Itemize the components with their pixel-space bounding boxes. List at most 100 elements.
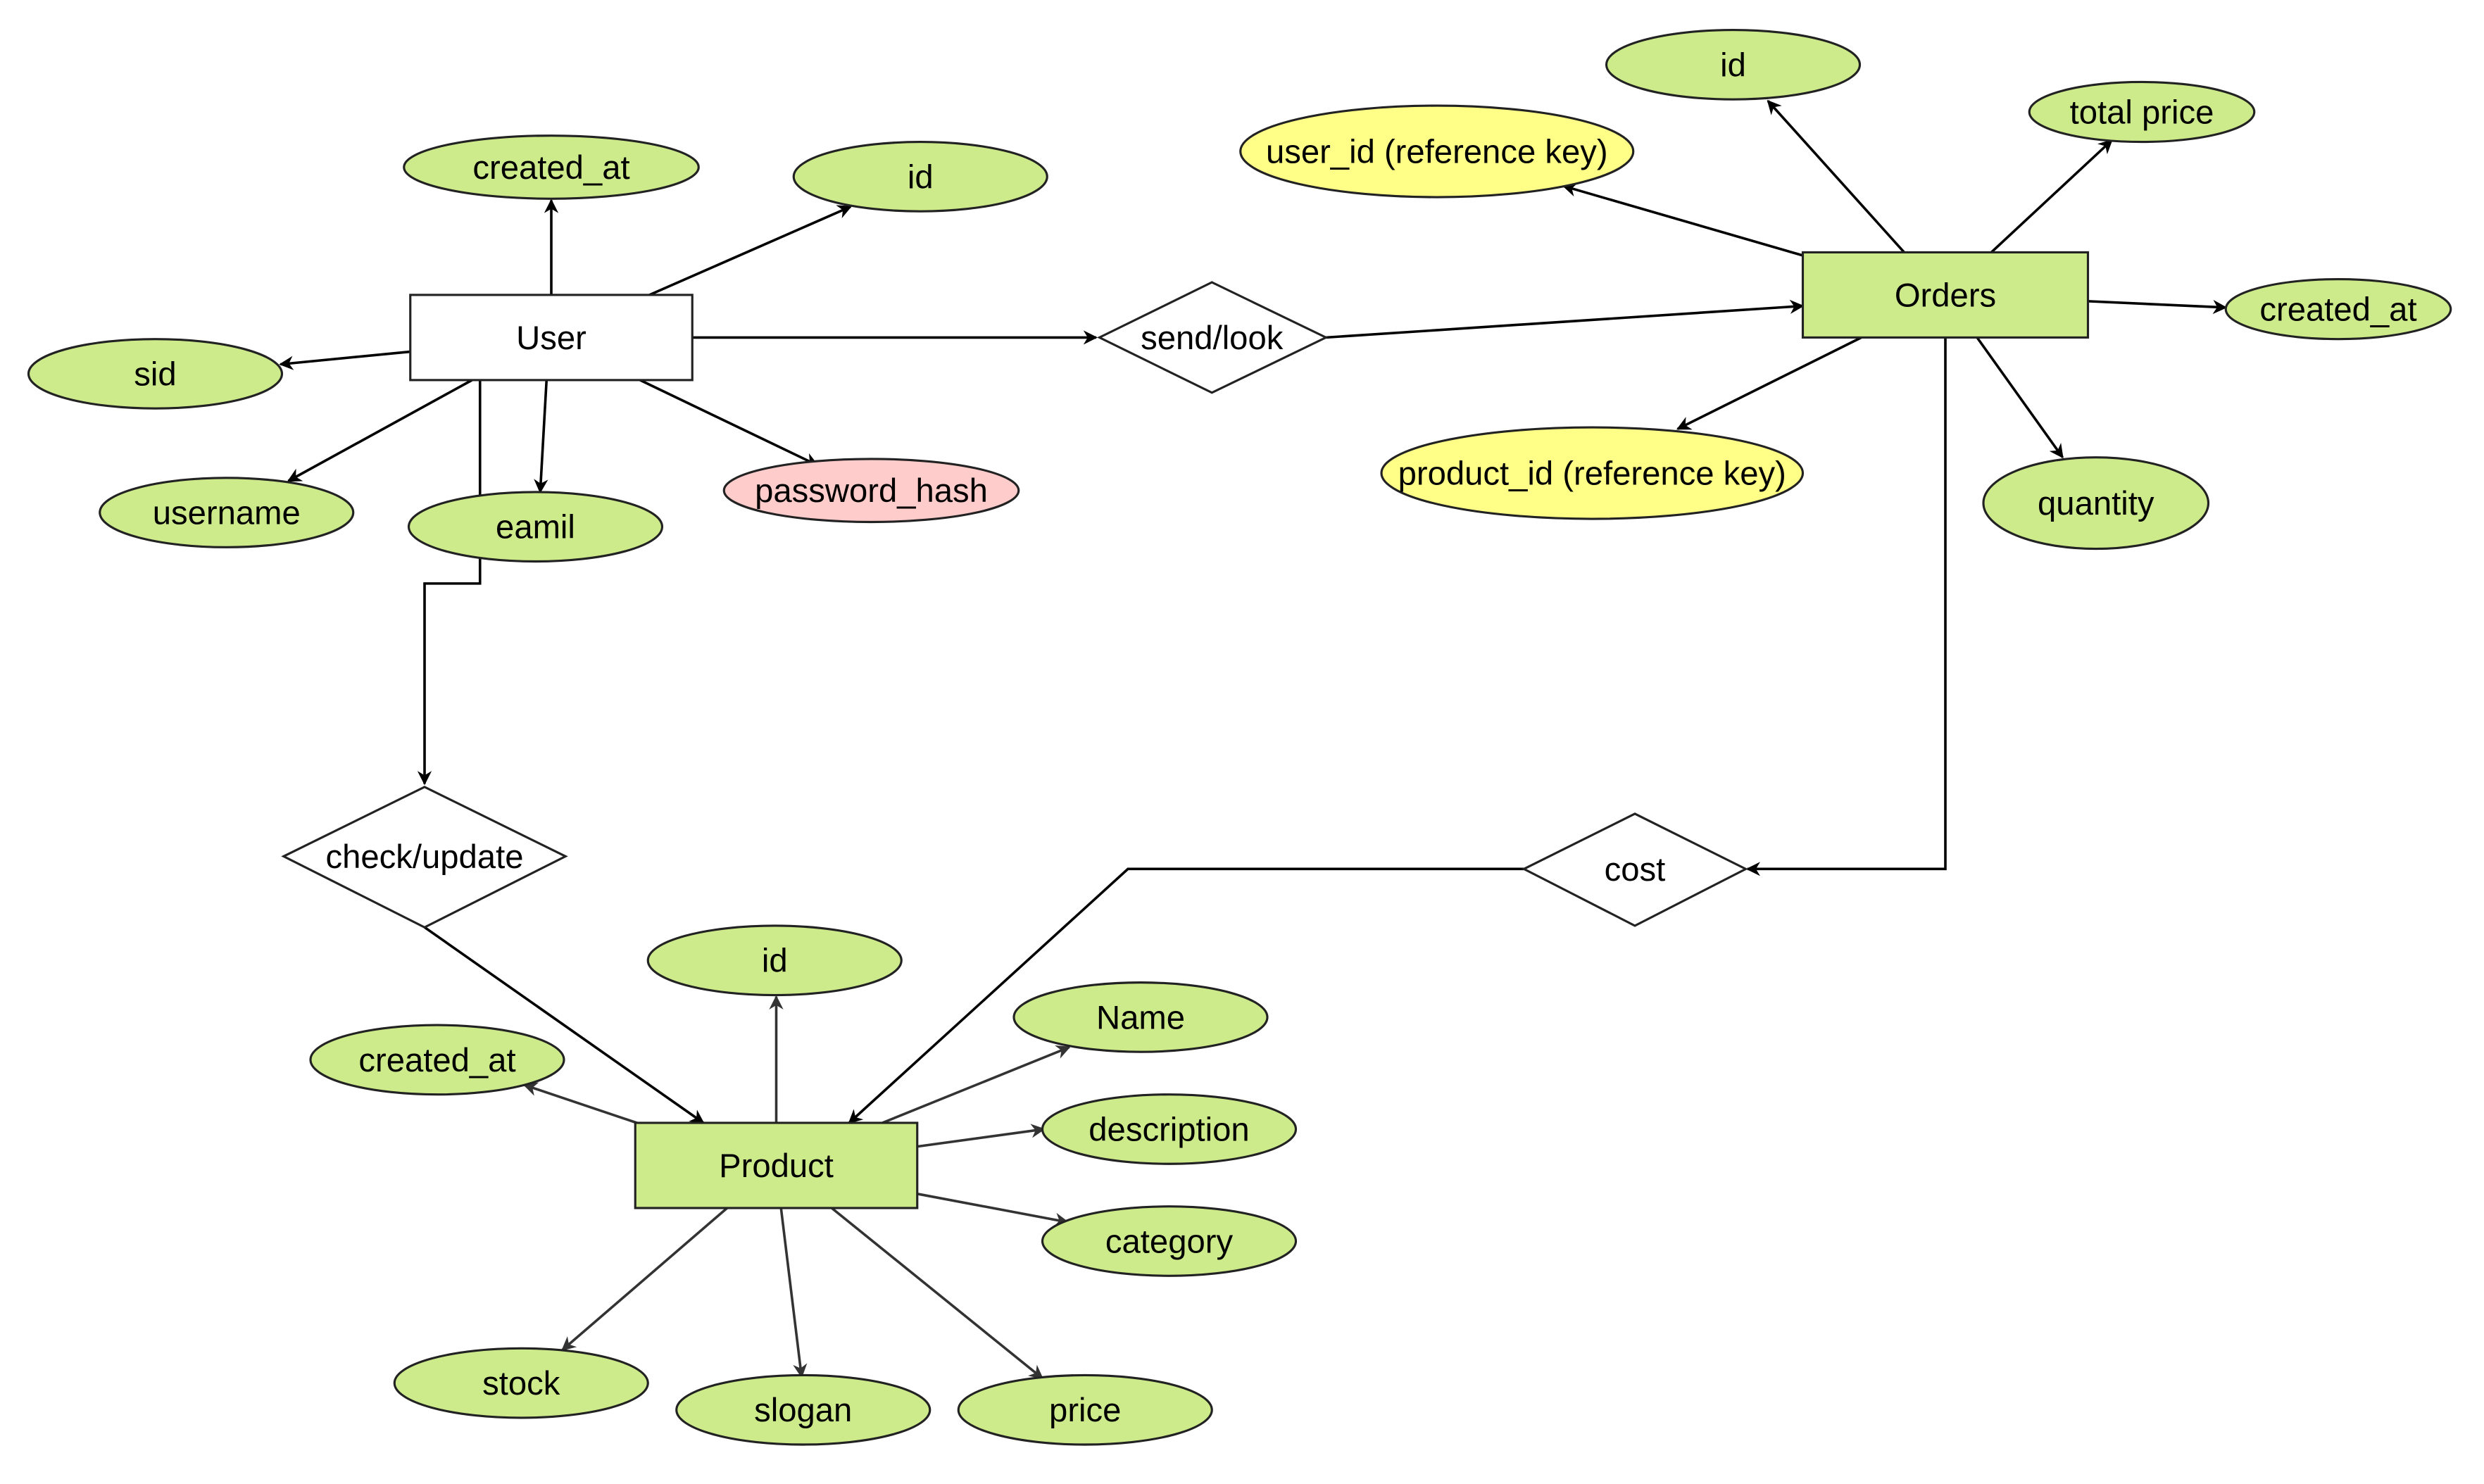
attr-user-id[interactable]: id (792, 141, 1048, 213)
edge-orders-cost (1745, 337, 1947, 876)
attr-user-created-at-label: created_at (472, 149, 629, 186)
edge-orders-total-price (1990, 139, 2113, 253)
attr-product-created-at-label: created_at (358, 1041, 515, 1079)
attr-orders-total-price-ellipse (2028, 80, 2256, 144)
edges (279, 99, 2228, 1380)
entity-user-label: User (516, 319, 586, 356)
edge-send-look-orders (1326, 299, 1805, 339)
entity-orders[interactable]: Orders (1801, 251, 2090, 339)
edge-orders-product-id (1676, 336, 1862, 430)
relationship-send-look-label: send/look (1141, 319, 1284, 356)
edge-orders-quantity (1976, 337, 2064, 459)
attr-orders-id[interactable]: id (1605, 28, 1862, 101)
attr-user-email-label: eamil (496, 508, 575, 546)
attr-user-id-label: id (908, 158, 934, 195)
relationship-cost-label: cost (1605, 850, 1666, 888)
attr-user-email[interactable]: eamil (407, 491, 664, 563)
edge-orders-id (1767, 99, 1905, 253)
attr-orders-user-id-label: user_id (reference key) (1266, 133, 1608, 170)
edge-product-created-at (522, 1082, 638, 1124)
relationship-check-update-diamond (281, 786, 568, 929)
attr-product-name-label: Name (1096, 998, 1185, 1036)
relationship-cost[interactable]: cost (1522, 812, 1748, 927)
relationship-send-look[interactable]: send/look (1096, 281, 1329, 394)
edge-user-password-hash (639, 379, 819, 467)
attr-orders-total-price[interactable]: total price (2028, 80, 2256, 144)
attr-product-name[interactable]: Name (1012, 981, 1269, 1053)
attr-orders-quantity-label: quantity (2038, 484, 2154, 522)
attr-product-created-at[interactable]: created_at (309, 1024, 565, 1096)
edge-user-check-update (417, 379, 482, 786)
attr-user-sid-label: sid (134, 355, 176, 392)
attr-orders-id-ellipse (1605, 28, 1862, 101)
attr-product-description-label: description (1089, 1111, 1249, 1148)
edge-check-update-product (423, 926, 705, 1124)
edge-user-username (287, 379, 473, 482)
attr-orders-created-at-ellipse (2224, 277, 2452, 341)
attr-orders-product-id-label: product_id (reference key) (1398, 455, 1786, 492)
attr-product-price[interactable]: price (957, 1373, 1213, 1446)
entity-user[interactable]: User (409, 294, 694, 382)
attr-product-slogan-ellipse (675, 1373, 932, 1446)
edge-user-email (534, 379, 548, 493)
edge-cost-product (848, 867, 1524, 1124)
attr-user-username-label: username (153, 494, 301, 532)
attr-orders-total-price-label: total price (2070, 94, 2214, 131)
relationship-check-update-label: check/update (326, 838, 524, 875)
entity-product[interactable]: Product (634, 1121, 919, 1209)
attr-product-slogan[interactable]: slogan (675, 1373, 932, 1446)
attr-product-stock[interactable]: stock (393, 1347, 649, 1419)
edge-product-price (831, 1207, 1044, 1380)
attr-product-stock-ellipse (393, 1347, 649, 1419)
attr-user-sid-ellipse (27, 338, 284, 410)
attr-orders-quantity[interactable]: quantity (1982, 456, 2210, 551)
relationship-send-look-diamond (1096, 281, 1329, 394)
edge-orders-created-at (2088, 299, 2228, 315)
attr-product-id-label: id (762, 942, 788, 979)
attr-user-sid[interactable]: sid (27, 338, 284, 410)
attr-user-username-ellipse (99, 477, 355, 548)
entity-product-label: Product (719, 1147, 834, 1184)
entity-product-box (634, 1121, 919, 1209)
attr-product-description[interactable]: description (1041, 1093, 1298, 1165)
attr-user-password-hash[interactable]: password_hash (722, 458, 1020, 524)
attr-product-category[interactable]: category (1041, 1205, 1298, 1277)
attr-orders-product-id[interactable]: product_id (reference key) (1380, 426, 1805, 520)
attr-user-email-ellipse (407, 491, 664, 563)
attr-product-name-ellipse (1012, 981, 1269, 1053)
attr-product-id[interactable]: id (646, 924, 903, 997)
attr-product-description-ellipse (1041, 1093, 1298, 1165)
entity-user-box (409, 294, 694, 382)
edge-product-stock (561, 1207, 728, 1351)
attr-orders-created-at-label: created_at (2259, 291, 2416, 328)
edge-product-slogan (779, 1207, 808, 1378)
attr-product-id-ellipse (646, 924, 903, 997)
edge-product-description (917, 1124, 1046, 1148)
attr-orders-created-at[interactable]: created_at (2224, 277, 2452, 341)
attr-orders-product-id-ellipse (1380, 426, 1805, 520)
attr-user-created-at-ellipse (403, 134, 700, 200)
relationship-cost-diamond (1522, 812, 1748, 927)
attr-user-created-at[interactable]: created_at (403, 134, 700, 200)
attr-product-category-ellipse (1041, 1205, 1298, 1277)
entity-orders-label: Orders (1895, 276, 1996, 313)
attr-orders-user-id-ellipse (1239, 104, 1635, 199)
attr-user-username[interactable]: username (99, 477, 355, 548)
edge-product-name (882, 1045, 1071, 1124)
attr-user-id-ellipse (792, 141, 1048, 213)
edge-user-sid (279, 350, 410, 370)
attr-user-password-hash-label: password_hash (755, 472, 988, 509)
relationship-check-update[interactable]: check/update (281, 786, 568, 929)
edge-product-category (917, 1193, 1070, 1227)
attr-product-created-at-ellipse (309, 1024, 565, 1096)
attr-product-slogan-label: slogan (754, 1391, 852, 1428)
attr-orders-user-id[interactable]: user_id (reference key) (1239, 104, 1635, 199)
attr-user-password-hash-ellipse (722, 458, 1020, 524)
attr-product-category-label: category (1105, 1223, 1234, 1260)
edge-user-id (648, 205, 853, 296)
attr-orders-quantity-ellipse (1982, 456, 2210, 551)
attr-product-stock-label: stock (482, 1364, 560, 1402)
attr-product-price-label: price (1049, 1391, 1121, 1428)
attr-product-price-ellipse (957, 1373, 1213, 1446)
